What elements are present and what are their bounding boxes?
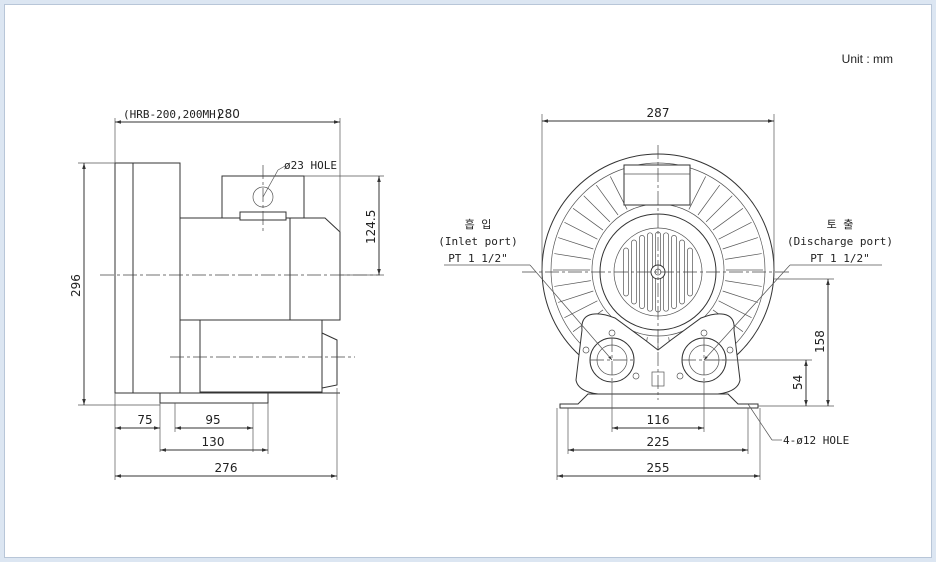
discharge-korean-label: 토 출 <box>827 218 854 231</box>
base-foot <box>159 392 269 404</box>
discharge-english-label: (Discharge port) <box>787 235 893 248</box>
inlet-english-label: (Inlet port) <box>438 235 517 248</box>
side-dim-75: 75 <box>137 413 152 427</box>
side-model-note: (HRB-200,200MH) <box>123 108 222 121</box>
mounting-feet <box>559 393 759 409</box>
front-dim-287: 287 <box>647 106 670 120</box>
front-dim-54: 54 <box>791 375 805 390</box>
front-view: 287 흡 입 (Inlet port) PT 1 1/2" 토 출 (Disc… <box>438 106 893 480</box>
side-dim-296: 296 <box>69 274 83 297</box>
discharge-size-label: PT 1 1/2" <box>810 252 870 265</box>
front-dim-225: 225 <box>647 435 670 449</box>
side-dim-124-5: 124.5 <box>364 210 378 244</box>
lower-housing <box>199 319 323 393</box>
motor-body <box>179 217 291 321</box>
side-dim-130: 130 <box>202 435 225 449</box>
unit-label: Unit : mm <box>842 52 893 66</box>
front-dim-255: 255 <box>647 461 670 475</box>
motor-end-cap <box>289 217 341 321</box>
front-terminal-box <box>623 164 691 206</box>
inlet-korean-label: 흡 입 <box>465 217 492 231</box>
front-dim-116: 116 <box>647 413 670 427</box>
side-dim-280: 280 <box>217 107 240 121</box>
side-view: (HRB-200,200MH) 280 296 ø23 HOLE 124.5 7… <box>69 107 384 480</box>
port-stub <box>321 332 338 389</box>
side-dim-95: 95 <box>205 413 220 427</box>
mount-hole-note: 4-ø12 HOLE <box>783 434 849 447</box>
inlet-size-label: PT 1 1/2" <box>448 252 508 265</box>
fan-cover <box>114 162 134 394</box>
side-hole-note: ø23 HOLE <box>284 159 337 172</box>
front-dim-158: 158 <box>813 330 827 353</box>
blower-housing <box>132 162 181 394</box>
side-dim-276: 276 <box>215 461 238 475</box>
